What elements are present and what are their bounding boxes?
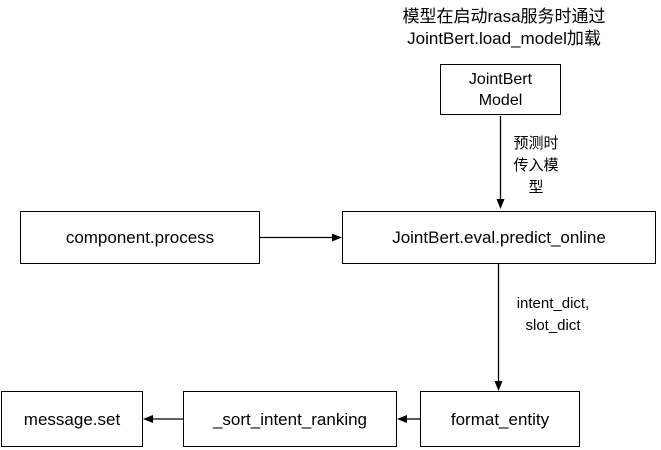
edge-label-predict-line2: 传入模 (513, 157, 559, 174)
arrow-format-to-sort-icon (397, 415, 420, 423)
annotation-load-model: 模型在启动rasa服务时通过 JointBert.load_model加载 (348, 6, 660, 50)
node-sort-intent-ranking: _sort_intent_ranking (183, 391, 397, 447)
edge-label-intent: intent_dict, slot_dict (500, 293, 606, 337)
annotation-load-model-line2: JointBert.load_model加载 (407, 29, 601, 48)
node-predict-online-label: JointBert.eval.predict_online (392, 228, 606, 247)
edge-label-intent-line1: intent_dict, (516, 295, 590, 312)
node-message-set: message.set (1, 391, 143, 447)
node-predict-online: JointBert.eval.predict_online (342, 211, 656, 264)
edge-label-predict: 预测时 传入模 型 (505, 133, 567, 199)
node-message-set-label: message.set (23, 409, 121, 429)
arrow-process-to-predict-icon (260, 233, 342, 242)
node-format-entity-label: format_entity (450, 409, 550, 429)
node-format-entity: format_entity (420, 391, 580, 447)
edge-label-intent-line2: slot_dict (525, 317, 581, 334)
node-jointbert-model-line2: Model (478, 91, 523, 109)
edge-label-predict-line3: 型 (528, 179, 544, 196)
node-jointbert-model: JointBert Model (440, 64, 561, 115)
arrow-model-to-predict-icon (496, 116, 505, 209)
node-sort-intent-ranking-label: _sort_intent_ranking (212, 409, 368, 429)
node-jointbert-model-line1: JointBert (468, 70, 533, 88)
annotation-load-model-line1: 模型在启动rasa服务时通过 (402, 7, 606, 26)
arrow-sort-to-message-icon (143, 415, 183, 423)
node-component-process-label: component.process (65, 228, 215, 247)
node-component-process: component.process (20, 211, 260, 264)
edge-label-predict-line1: 预测时 (513, 135, 559, 152)
